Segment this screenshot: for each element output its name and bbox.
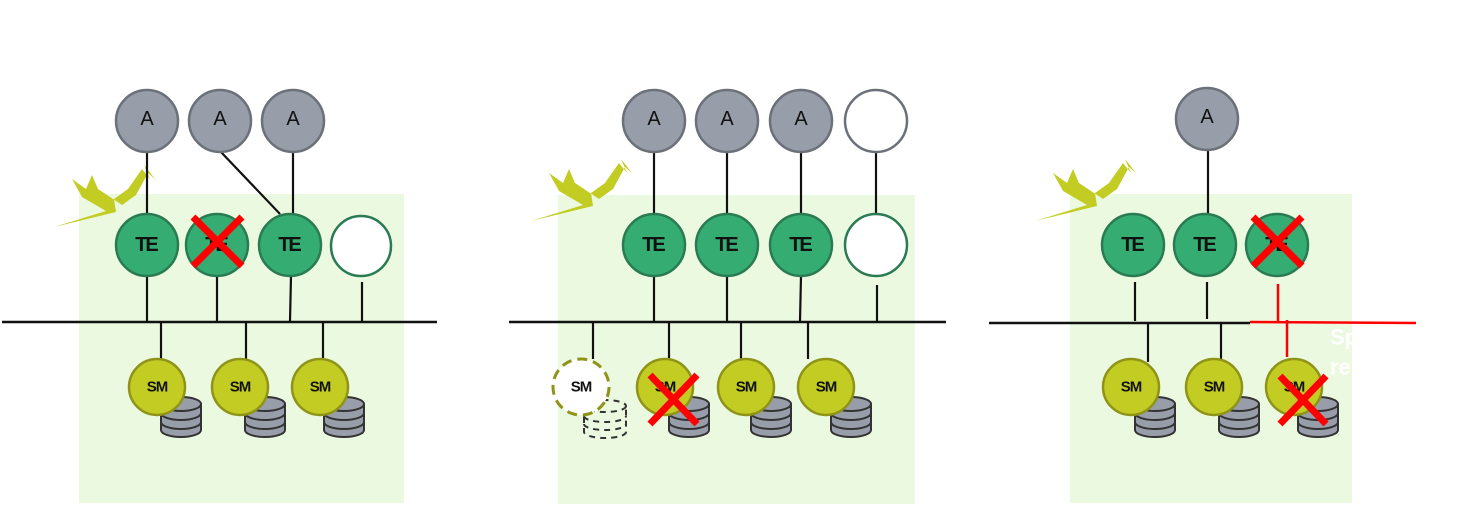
sm-node[interactable]: SM — [127, 357, 202, 438]
te-node-failed[interactable]: TE — [1244, 212, 1310, 278]
te-node[interactable]: TE — [768, 212, 834, 278]
app-node[interactable]: A — [1174, 86, 1240, 152]
te-node[interactable]: TE — [621, 212, 687, 278]
connection-lines — [591, 151, 879, 362]
sm-node[interactable]: SM — [210, 357, 286, 438]
app-node-label: A — [140, 108, 154, 130]
sm-node-failed[interactable]: SM — [1264, 357, 1339, 438]
app-node-label: A — [720, 108, 734, 130]
app-node-label: A — [1200, 106, 1214, 128]
sm-node-label: SM — [816, 379, 837, 396]
te-node-label: TE — [715, 234, 738, 256]
te-node-label: TE — [135, 234, 158, 256]
app-node-label: A — [647, 108, 661, 130]
failure-x-icon — [647, 372, 700, 427]
app-node[interactable]: A — [114, 88, 180, 154]
sm-node-failed[interactable]: SM — [635, 357, 710, 438]
failure-x-icon — [1250, 214, 1305, 269]
failure-x-icon — [1277, 373, 1329, 427]
te-node[interactable]: TE — [257, 212, 323, 278]
panel-network-partition: A TE TE TE SM SM — [989, 86, 1417, 503]
partition-note-line-2: re — [1330, 355, 1351, 380]
te-node-label: TE — [1193, 234, 1216, 256]
te-node-new[interactable] — [843, 212, 909, 278]
te-node[interactable]: TE — [1172, 212, 1238, 278]
sm-node-label: SM — [571, 379, 592, 396]
app-node[interactable]: A — [621, 88, 687, 154]
sm-node[interactable]: SM — [1184, 357, 1260, 438]
sm-node[interactable]: SM — [290, 357, 365, 438]
app-node[interactable]: A — [694, 88, 760, 154]
sm-node-provisioning[interactable]: SM — [551, 357, 627, 439]
te-node-label: TE — [1121, 234, 1144, 256]
te-node-label: TE — [278, 234, 301, 256]
sm-node-label: SM — [230, 379, 251, 396]
sm-node-label: SM — [736, 379, 757, 396]
sm-node-label: SM — [1121, 379, 1142, 396]
te-node[interactable]: TE — [114, 212, 180, 278]
sm-node[interactable]: SM — [716, 357, 792, 438]
panel-te-failure: A A A TE TE TE — [2, 88, 437, 503]
app-node[interactable]: A — [260, 88, 326, 154]
sm-node[interactable]: SM — [1101, 357, 1176, 438]
partition-note: Sp re — [1330, 325, 1358, 380]
panel-sm-failure: A A A TE TE TE — [509, 88, 946, 504]
partition-note-line-1: Sp — [1330, 325, 1358, 350]
te-node[interactable]: TE — [694, 212, 760, 278]
app-node-new[interactable] — [843, 88, 909, 154]
sm-node[interactable]: SM — [796, 357, 872, 438]
app-node[interactable]: A — [768, 88, 834, 154]
sm-node-label: SM — [1204, 379, 1225, 396]
te-node-failed[interactable]: TE — [184, 212, 250, 278]
failure-x-icon — [190, 214, 245, 269]
app-node-label: A — [794, 108, 808, 130]
te-node-label: TE — [789, 234, 812, 256]
app-node-label: A — [213, 108, 227, 130]
partitioned-network-segment — [1249, 284, 1417, 357]
sm-node-label: SM — [310, 379, 331, 396]
app-node[interactable]: A — [187, 88, 253, 154]
te-node-new[interactable] — [329, 214, 393, 278]
te-node-label: TE — [642, 234, 665, 256]
connection-lines — [145, 150, 364, 362]
te-node[interactable]: TE — [1100, 212, 1166, 278]
sm-node-label: SM — [147, 379, 168, 396]
app-node-label: A — [286, 108, 300, 130]
connection-lines — [1133, 151, 1223, 362]
